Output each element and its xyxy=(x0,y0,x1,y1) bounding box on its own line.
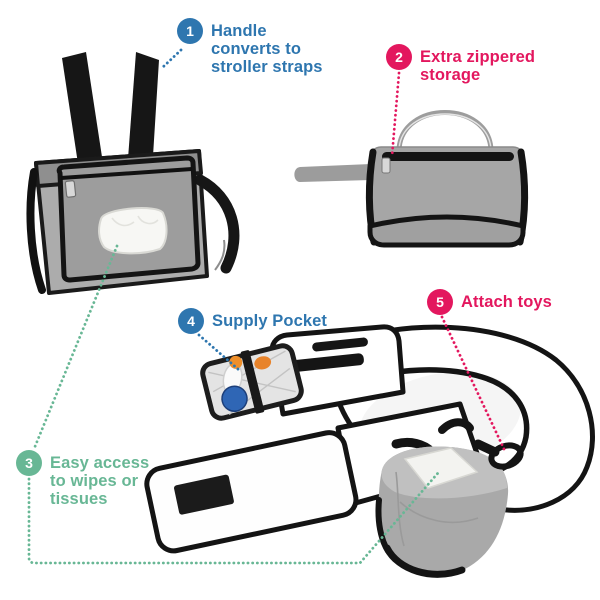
pouch-tissue xyxy=(403,447,479,489)
hanging-strap-fold xyxy=(214,239,226,271)
callout-4-leader-line xyxy=(197,333,241,372)
callout-2-badge: 2 xyxy=(386,44,412,70)
changing-pad-illustration xyxy=(144,324,595,578)
pouch-left-piping xyxy=(375,497,391,554)
orange-item xyxy=(254,356,272,370)
pad-top-flap xyxy=(269,324,406,417)
callout-5-label: Attach toys xyxy=(461,293,552,311)
pad-hook-strap xyxy=(438,418,474,434)
clutch-zipper-pull xyxy=(381,157,391,174)
pouch-bottom-piping xyxy=(383,544,466,578)
front-zipper xyxy=(60,167,193,180)
pouch-fold-lines xyxy=(395,471,479,547)
pad-left-flap xyxy=(144,430,359,554)
callout-2-leader-line xyxy=(390,71,401,158)
clutch-handle-highlight xyxy=(398,113,492,151)
supply-pocket xyxy=(200,343,304,421)
supply-pocket-divider-strap xyxy=(240,350,265,414)
callout-3-leader-line-upper xyxy=(32,244,119,451)
callout-3-label: Easy access to wipes or tissues xyxy=(50,454,150,508)
hanging-strap xyxy=(194,174,240,274)
callout-4-badge: 4 xyxy=(178,308,204,334)
right-strap xyxy=(127,52,159,172)
callout-5-leader-line xyxy=(440,315,506,451)
callout-4-label: Supply Pocket xyxy=(212,312,327,330)
stroller-bag-illustration xyxy=(26,52,240,295)
blue-toy-ball xyxy=(221,385,248,412)
callout-5-badge: 5 xyxy=(427,289,453,315)
callout-3-leader-line-lower xyxy=(27,471,440,565)
top-flap-strap-short xyxy=(312,337,368,352)
left-strap xyxy=(62,52,104,177)
top-flap-strap-long xyxy=(284,353,364,373)
callout-2-label: Extra zippered storage xyxy=(420,48,536,84)
callout-2: 2 Extra zippered storage xyxy=(386,44,535,84)
clutch-flap xyxy=(367,214,526,248)
callout-1: 1 Handle converts to stroller straps xyxy=(177,18,323,76)
bag-tissue-crease xyxy=(111,215,159,227)
zip-clutch-illustration xyxy=(294,110,529,248)
callout-3: 3 Easy access to wipes or tissues xyxy=(16,450,149,508)
callout-4: 4 Supply Pocket xyxy=(178,308,327,334)
callout-5: 5 Attach toys xyxy=(427,289,552,315)
tissue-pouch xyxy=(375,446,509,578)
velcro-patch xyxy=(174,474,234,515)
bag-side-trim xyxy=(26,168,46,294)
wrist-strap xyxy=(294,164,371,182)
lotion-bottle-cap xyxy=(229,355,243,369)
callout-1-badge: 1 xyxy=(177,18,203,44)
toy-attachment-ring xyxy=(488,442,524,470)
callout-3-badge: 3 xyxy=(16,450,42,476)
clutch-handle xyxy=(396,110,494,151)
callout-1-leader-line xyxy=(161,48,183,69)
callout-1-label: Handle converts to stroller straps xyxy=(211,22,323,76)
clutch-zipper xyxy=(382,152,514,161)
bag-tissue xyxy=(98,207,168,255)
front-zipper-pull xyxy=(64,180,77,198)
